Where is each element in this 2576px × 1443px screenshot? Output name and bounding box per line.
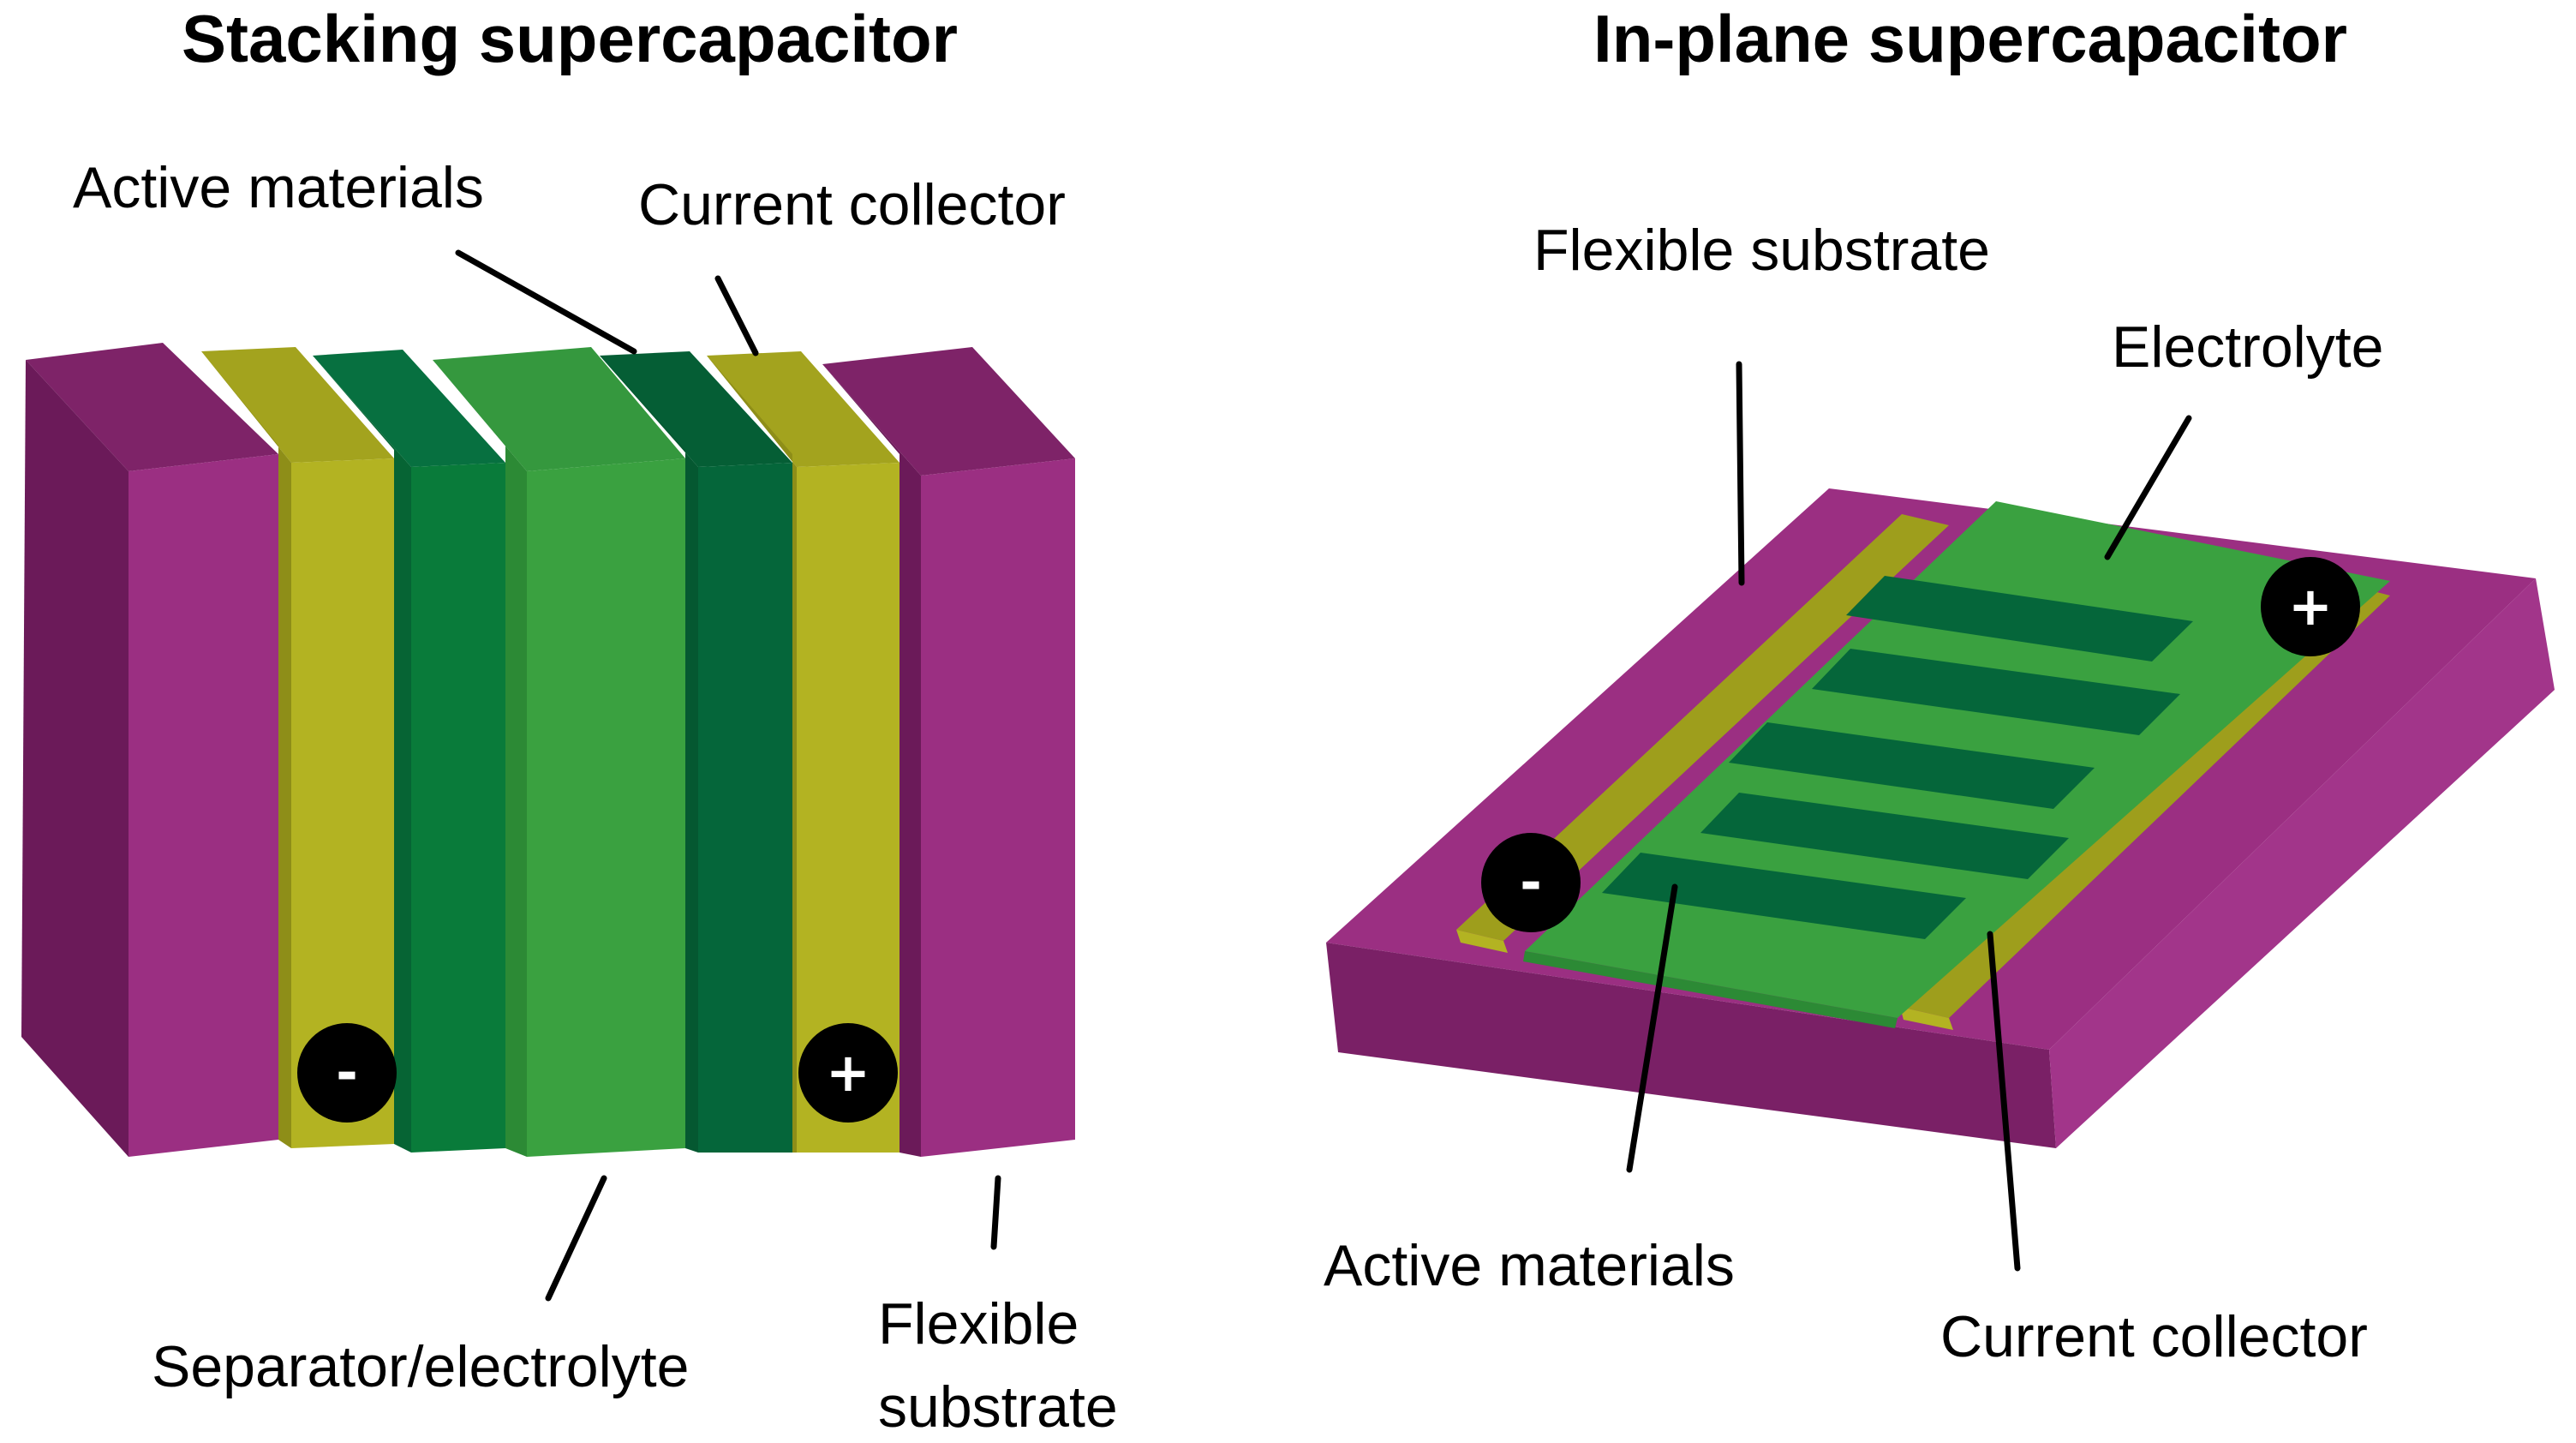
in-plane-left-collector-top xyxy=(1456,514,1949,941)
right-collector-top xyxy=(707,351,900,467)
left-leader-current-collector xyxy=(714,275,759,356)
active-finger xyxy=(1602,853,1966,939)
left-leader-separator xyxy=(545,1175,607,1302)
right-substrate-front xyxy=(921,458,1075,1157)
right-label-electrolyte: Electrolyte xyxy=(2112,314,2383,380)
left-title: Stacking supercapacitor xyxy=(182,1,958,76)
positive-sign: + xyxy=(2288,575,2333,638)
in-plane-left-collector-edge xyxy=(1456,930,1508,953)
active-finger xyxy=(1729,722,2095,809)
left-substrate-block xyxy=(21,343,278,1157)
active-finger xyxy=(1846,576,2193,662)
positive-terminal-circle xyxy=(798,1023,898,1123)
left-label-substrate-line1: Flexible xyxy=(878,1291,1079,1356)
negative-terminal-circle xyxy=(1481,833,1581,932)
negative-sign: - xyxy=(336,1041,358,1104)
in-plane-left-collector xyxy=(1456,514,1949,953)
left-substrate-side xyxy=(21,360,129,1157)
separator-block xyxy=(433,347,685,1157)
right-leader-electrolyte xyxy=(2104,415,2192,560)
left-label-active-materials: Active materials xyxy=(73,155,484,220)
left-substrate-front xyxy=(129,454,278,1157)
left-label-substrate-line2: substrate xyxy=(878,1374,1118,1440)
right-leader-substrate xyxy=(1736,361,1745,586)
right-substrate-block xyxy=(822,347,1075,1157)
in-plane-negative-terminal: - xyxy=(1481,833,1581,932)
active-finger xyxy=(1700,793,2069,879)
right-active-front xyxy=(698,463,792,1153)
right-collector-front xyxy=(797,463,900,1153)
left-leader-active-materials xyxy=(455,249,637,355)
negative-sign: - xyxy=(1520,851,1542,913)
in-plane-right-collector-edge xyxy=(1900,1007,1953,1030)
in-plane-positive-terminal: + xyxy=(2261,557,2360,656)
in-plane-right-collector-top xyxy=(1900,583,2390,1018)
left-active-front xyxy=(411,463,505,1153)
left-negative-terminal: - xyxy=(297,1023,397,1123)
left-label-current-collector: Current collector xyxy=(638,172,1066,237)
left-collector-top xyxy=(201,347,394,463)
left-leader-substrate xyxy=(990,1175,1001,1250)
right-title: In-plane supercapacitor xyxy=(1593,1,2347,76)
right-leader-current-collector xyxy=(1987,931,2021,1272)
left-active-top xyxy=(313,350,505,467)
left-collector-block xyxy=(201,347,394,1148)
stacking-supercapacitor: Stacking supercapacitor xyxy=(21,1,1118,1440)
in-plane-substrate-front-left xyxy=(1326,943,2056,1148)
right-substrate-top xyxy=(822,347,1075,476)
in-plane-supercapacitor: In-plane supercapacitor xyxy=(1324,1,2555,1369)
in-plane-right-collector xyxy=(1900,583,2390,1030)
right-substrate-side xyxy=(822,364,921,1157)
separator-top xyxy=(433,347,685,471)
right-leader-active-materials xyxy=(1626,883,1678,1173)
in-plane-electrolyte-edge xyxy=(1523,951,1898,1028)
right-active-side xyxy=(600,356,698,1153)
in-plane-active-fingers xyxy=(1602,576,2193,939)
left-collector-side xyxy=(201,351,291,1148)
right-active-block xyxy=(600,351,792,1153)
right-label-flexible-substrate: Flexible substrate xyxy=(1533,218,1990,283)
right-label-active-materials: Active materials xyxy=(1324,1233,1735,1298)
right-collector-block xyxy=(707,351,900,1153)
left-substrate-top xyxy=(26,343,278,471)
left-active-side xyxy=(313,356,411,1153)
negative-terminal-circle xyxy=(297,1023,397,1123)
separator-side xyxy=(433,360,527,1157)
left-positive-terminal: + xyxy=(798,1023,898,1123)
in-plane-substrate-front-right xyxy=(2049,578,2555,1148)
separator-front xyxy=(527,458,685,1157)
left-active-block xyxy=(313,350,505,1153)
active-finger xyxy=(1812,649,2180,735)
positive-sign: + xyxy=(826,1041,870,1104)
right-label-current-collector: Current collector xyxy=(1940,1304,2368,1369)
right-active-top xyxy=(600,351,792,467)
left-collector-front xyxy=(291,458,394,1148)
positive-terminal-circle xyxy=(2261,557,2360,656)
left-label-separator: Separator/electrolyte xyxy=(152,1334,689,1399)
